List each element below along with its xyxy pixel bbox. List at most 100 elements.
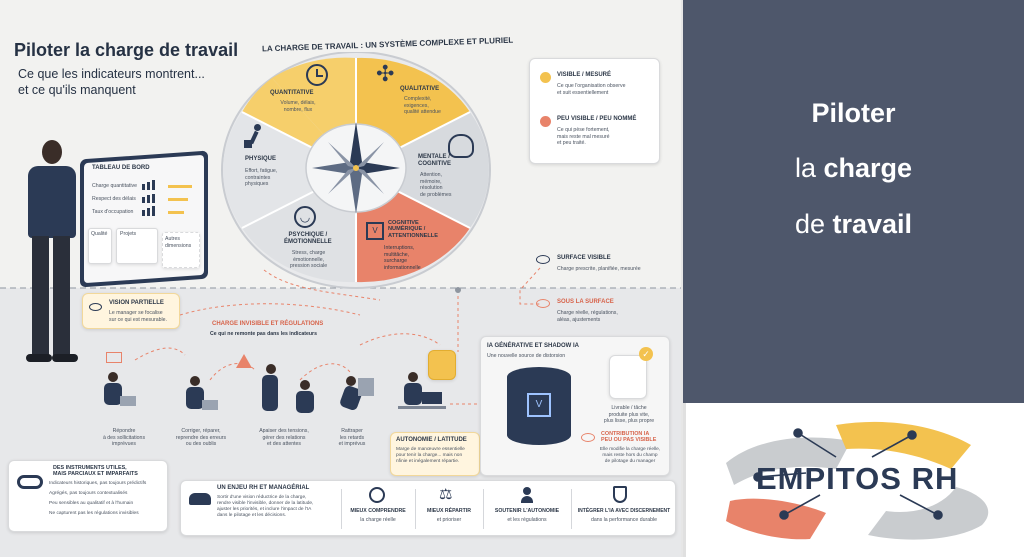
binoculars-icon (17, 475, 43, 489)
dashboard-row-2: Respect des délais (92, 196, 136, 202)
mail-icon (106, 352, 122, 363)
dashboard-title: TABLEAU DE BORD (92, 165, 150, 171)
invisible-subtitle: Ce qui ne remonte pas dans les indicateu… (210, 331, 317, 337)
segment-desc-mental: Attention, mémoire, résolution de problè… (420, 172, 452, 198)
sous-surface-desc: Charge réelle, régulations, aléas, ajust… (557, 310, 618, 323)
instruments-title: DES INSTRUMENTS UTILES, MAIS PARCIAUX ET… (53, 465, 138, 478)
legend-hidden-desc: Ce qui pèse fortement, mais reste mal me… (557, 127, 610, 146)
eye-icon (536, 255, 550, 264)
shield-icon (613, 486, 627, 503)
chip-icon: V (366, 222, 384, 240)
legend-dot-visible (540, 72, 551, 83)
dashboard-tile-quality-label: Qualité (91, 231, 108, 237)
ai-server-icon: V (507, 367, 571, 445)
enjeu-title: UN ENJEU RH ET MANAGÉRIAL (217, 485, 310, 491)
panel-line-1: Piloter (811, 98, 896, 128)
sliders-icon (428, 350, 456, 380)
dashboard-tile-quality (88, 228, 112, 264)
legend-card: VISIBLE / MESURÉ Ce que l'organisation o… (529, 58, 660, 164)
instrument-item-1: Indicateurs historiques, pas toujours pr… (49, 481, 147, 486)
manager-figure (20, 140, 90, 372)
hidden-eye-icon (581, 433, 595, 442)
vision-partielle-desc: Le manager se focalise sur ce qui est me… (109, 310, 167, 323)
infographic-subtitle-1: Ce que les indicateurs montrent... (18, 67, 205, 81)
segment-desc-digital: Interruptions, multitâche, surcharge inf… (384, 245, 421, 271)
legend-visible-title: VISIBLE / MESURÉ (557, 72, 612, 78)
segment-label-digital: COGNITIVE NUMÉRIQUE / ATTENTIONNELLE (388, 220, 438, 239)
person-catching-up (336, 376, 376, 422)
invisible-title: CHARGE INVISIBLE ET RÉGULATIONS (212, 321, 324, 327)
panel-line-2: la charge (683, 152, 1024, 184)
segment-desc-psychic: Stress, charge émotionnelle, pression so… (290, 250, 328, 269)
person-answering (100, 372, 136, 418)
ia-subtitle: Une nouvelle source de distorsion (487, 353, 566, 359)
action-2-desc: et prioriser (436, 517, 462, 523)
person-correcting (182, 376, 218, 422)
legend-visible-desc: Ce que l'organisation observe et suit es… (557, 83, 626, 96)
action-1-desc: la charge réelle (360, 517, 396, 523)
action-2-title: MIEUX RÉPARTIR (427, 508, 471, 514)
person-icon (521, 487, 533, 503)
enjeu-card: UN ENJEU RH ET MANAGÉRIAL Sortir d'une v… (180, 480, 676, 536)
surface-visible-title: SURFACE VISIBLE (557, 255, 611, 261)
workload-wheel (221, 52, 491, 289)
dashboard-row-3: Taux d'occupation (92, 209, 134, 215)
puzzle-icon: ✣ (376, 61, 395, 86)
autonomie-desc: Marge de manœuvre essentielle pour tenir… (396, 447, 465, 464)
empitos-logo (726, 421, 989, 540)
ia-contrib-title: CONTRIBUTION IA PEU OU PAS VISIBLE (601, 431, 657, 444)
person-at-desk (398, 372, 446, 420)
dashboard-bars (142, 180, 192, 216)
target-icon (369, 487, 385, 503)
instruments-card: DES INSTRUMENTS UTILES, MAIS PARCIAUX ET… (8, 460, 168, 532)
title-panel: Piloter la charge de travail (683, 0, 1024, 403)
step-1-text: Répondre à des sollicitations imprévues (102, 428, 146, 447)
action-4-title: INTÉGRER L'IA AVEC DISCERNEMENT (577, 508, 671, 514)
action-3-desc: et les régulations (507, 517, 547, 523)
face-icon: ◡ (294, 206, 316, 228)
infographic-image: Piloter la charge de travail Ce que les … (0, 0, 683, 557)
ia-title: IA GÉNÉRATIVE ET SHADOW IA (487, 343, 580, 349)
segment-label-physical: PHYSIQUE (245, 156, 277, 162)
panel-line-3-pre: de (794, 209, 833, 239)
action-1-title: MIEUX COMPRENDRE (350, 508, 406, 514)
infographic-title: Piloter la charge de travail (14, 40, 239, 60)
segment-label-quantitative: QUANTITATIVE (270, 90, 314, 96)
segment-desc-quantitative: Volume, délais, nombre, flux (280, 100, 316, 113)
step-3-text: Apaiser des tensions, gérer des relation… (259, 428, 309, 447)
autonomie-title: AUTONOMIE / LATITUDE (396, 437, 467, 443)
dashboard-tile-projects-label: Projets (120, 231, 137, 237)
check-icon: ✓ (639, 347, 653, 361)
team-icon (189, 493, 211, 505)
step-2-text: Corriger, réparer, reprendre des erreurs… (175, 428, 227, 447)
autonomie-card: AUTONOMIE / LATITUDE Marge de manœuvre e… (390, 432, 480, 476)
action-3-title: SOUTENIR L'AUTONOMIE (494, 508, 560, 514)
dashboard-tile-projects (116, 228, 158, 264)
legend-hidden-title: PEU VISIBLE / PEU NOMMÉ (557, 116, 637, 122)
dashboard-tile-other (162, 232, 200, 268)
instrument-item-4: Ne capturent pas les régulations invisib… (49, 511, 139, 516)
segment-desc-qualitative: Complexité, exigences, qualité attendue (404, 96, 441, 115)
segment-label-qualitative: QUALITATIVE (400, 86, 440, 92)
segment-label-mental: MENTALE / COGNITIVE (418, 154, 452, 167)
scale-icon: ⚖ (439, 486, 453, 503)
clock-icon (306, 64, 328, 86)
instrument-item-2: Agrégés, pas toujours contextualisés (49, 491, 128, 496)
enjeu-desc: Sortir d'une vision réductrice de la cha… (217, 495, 314, 518)
logo-text: EMPITOS RH (756, 461, 959, 496)
persons-calming (258, 364, 318, 422)
dashboard-row-1: Charge quantitative (92, 183, 137, 189)
brain-icon (448, 134, 474, 158)
instrument-item-3: Peu sensibles au qualitatif et à l'humai… (49, 501, 134, 506)
document-icon (609, 355, 647, 399)
panel-line-3-bold: travail (832, 209, 913, 239)
dashboard-tile-other-label: Autres dimensions (165, 236, 192, 249)
action-4-desc: dans la performance durable (590, 517, 658, 523)
surface-visible-desc: Charge prescrite, planifiée, mesurée (557, 266, 641, 272)
panel-line-2-bold: charge (823, 153, 913, 183)
segment-label-psychic: PSYCHIQUE / ÉMOTIONNELLE (284, 232, 332, 245)
infographic-subtitle-2: et ce qu'ils manquent (18, 83, 136, 97)
ia-contrib-desc: Elle modifie la charge réelle, mais rest… (599, 447, 661, 464)
step-4-text: Rattraper les retards et imprévus (338, 428, 366, 447)
sous-surface-title: SOUS LA SURFACE (557, 299, 614, 305)
